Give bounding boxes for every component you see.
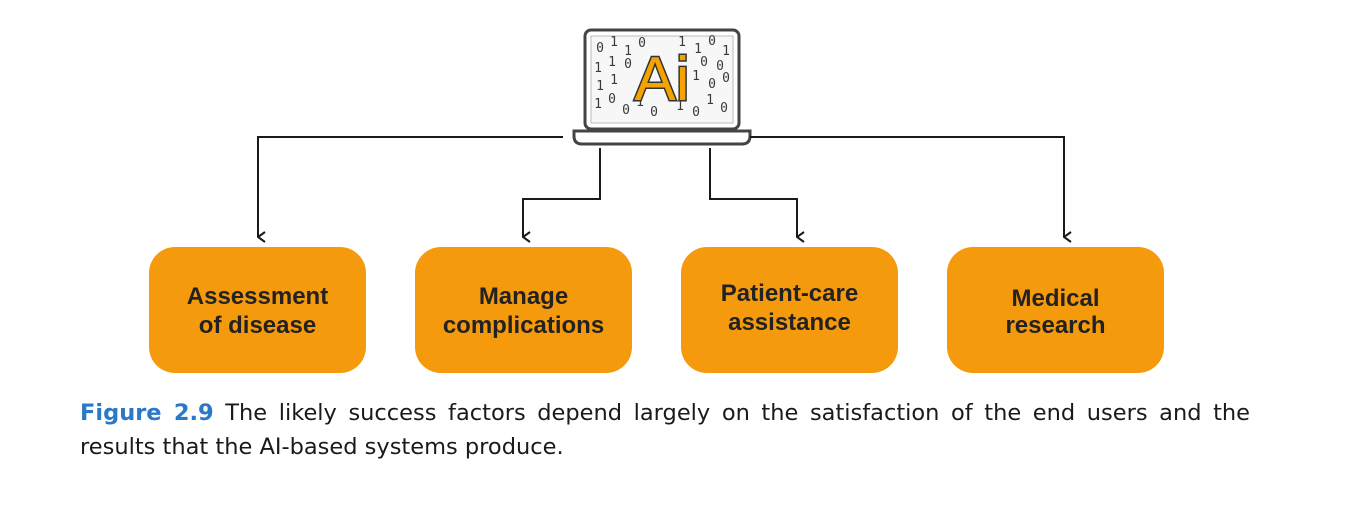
binary-digit: 0 (650, 105, 658, 120)
connector-manage (522, 148, 601, 237)
binary-digit: 0 (622, 103, 630, 118)
binary-digit: 1 (676, 99, 684, 114)
binary-digit: 1 (608, 55, 616, 70)
box-manage-line2: complications (443, 312, 604, 339)
box-assessment-of-disease: Assessment of disease (149, 247, 366, 373)
binary-digit: 1 (596, 79, 604, 94)
binary-digit: 0 (608, 92, 616, 107)
binary-digit: 1 (678, 35, 686, 50)
box-patient-care-line2: assistance (728, 309, 851, 336)
binary-digit: 1 (694, 42, 702, 57)
box-assessment-bg (149, 247, 366, 373)
box-patient-care-bg (681, 247, 898, 373)
box-manage-line1: Manage (479, 283, 568, 310)
binary-digit: 1 (692, 69, 700, 84)
box-manage-complications: Manage complications (415, 247, 632, 373)
laptop-base (572, 129, 752, 146)
binary-digit: 0 (720, 101, 728, 116)
binary-digit: 0 (624, 57, 632, 72)
box-assessment-line2: of disease (199, 312, 316, 339)
binary-digit: 0 (700, 55, 708, 70)
binary-digit: 1 (706, 93, 714, 108)
connectors (257, 136, 1064, 237)
figure-label: Figure 2.9 (80, 400, 214, 426)
connector-patient-care (709, 148, 797, 237)
binary-digit: 0 (596, 41, 604, 56)
binary-digit: 1 (610, 35, 618, 50)
binary-digit: 0 (692, 105, 700, 120)
binary-digit: 1 (610, 73, 618, 88)
binary-digit: 0 (638, 36, 646, 51)
box-assessment-line1: Assessment (187, 283, 328, 310)
binary-digit: 1 (594, 61, 602, 76)
ai-logo-text: Ai (634, 45, 689, 114)
connector-medical (750, 136, 1064, 237)
box-medical-line2: research (1005, 312, 1105, 339)
binary-digit: 0 (722, 71, 730, 86)
box-manage-bg (415, 247, 632, 373)
binary-digit: 1 (624, 44, 632, 59)
binary-digit: 1 (636, 95, 644, 110)
connector-assessment (257, 136, 563, 237)
binary-digit: 1 (722, 44, 730, 59)
binary-digit: 0 (708, 34, 716, 49)
figure-caption: Figure 2.9 The likely success factors de… (80, 396, 1250, 464)
box-patient-care-assistance: Patient-care assistance (681, 247, 898, 373)
laptop-screen-inner (590, 35, 734, 124)
box-medical-research: Medical research (947, 247, 1164, 373)
binary-digit: 1 (594, 97, 602, 112)
figure-caption-text: The likely success factors depend largel… (80, 400, 1250, 460)
box-medical-bg (947, 247, 1164, 373)
binary-digit: 0 (716, 59, 724, 74)
binary-digit: 0 (708, 77, 716, 92)
box-medical-line1: Medical (1011, 285, 1099, 312)
box-patient-care-line1: Patient-care (721, 280, 858, 307)
